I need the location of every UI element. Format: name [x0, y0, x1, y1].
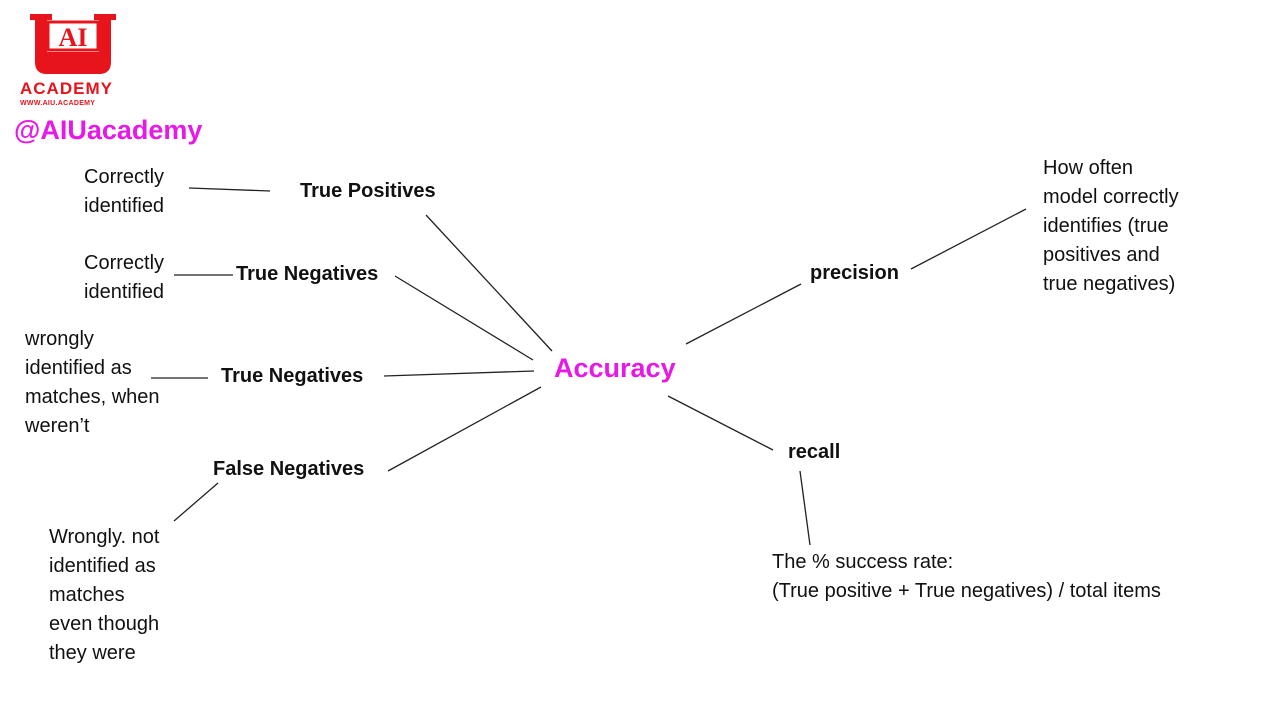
- link-false-negatives-desc: [173, 482, 219, 522]
- logo: AI ACADEMY WWW.AIU.ACADEMY: [18, 12, 128, 112]
- desc-recall: The % success rate: (True positive + Tru…: [772, 551, 1161, 602]
- desc-false-negatives: Wrongly. not identified as matches even …: [49, 526, 160, 664]
- logo-word: ACADEMY: [20, 79, 113, 98]
- link-false-negatives-center: [387, 386, 542, 472]
- link-true-positives-center: [425, 214, 553, 352]
- node-precision: precision: [810, 262, 899, 284]
- link-true-negatives-2-center: [383, 370, 535, 377]
- center-node-accuracy: Accuracy: [554, 353, 676, 383]
- link-precision-center: [685, 283, 802, 345]
- social-handle: @AIUacademy: [14, 115, 203, 145]
- node-false-negatives: False Negatives: [213, 458, 365, 480]
- logo-mark-icon: AI: [30, 14, 116, 74]
- link-recall-center: [667, 395, 774, 451]
- desc-true-negatives-1: Correctly identified: [84, 252, 165, 303]
- link-recall-desc: [799, 470, 811, 546]
- node-true-negatives-1: True Negatives: [236, 263, 379, 285]
- link-precision-desc: [910, 208, 1027, 270]
- svg-text:AI: AI: [59, 23, 88, 52]
- link-true-negatives-1-center: [394, 275, 534, 361]
- node-recall: recall: [788, 441, 841, 463]
- logo-url: WWW.AIU.ACADEMY: [20, 100, 96, 107]
- node-true-negatives-2: True Negatives: [221, 365, 364, 387]
- desc-true-positives: Correctly identified: [84, 166, 165, 217]
- node-true-positives: True Positives: [300, 180, 436, 202]
- desc-true-negatives-2: wrongly identified as matches, when were…: [25, 328, 160, 437]
- link-true-positives-desc: [188, 187, 271, 192]
- desc-precision: How often model correctly identifies (tr…: [1043, 157, 1179, 295]
